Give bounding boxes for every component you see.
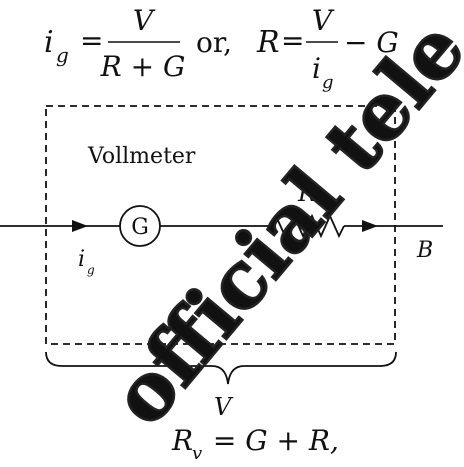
galvanometer-label: G [131,215,149,240]
formula-rest: = G + R, [204,424,339,457]
formula-frac1-num: V [133,4,156,37]
formula-frac2-num: V [312,4,335,37]
top-formula: i g = V R + G or, R = V i g − G [44,4,399,93]
bottom-formula: R v = G + R, [171,424,339,464]
formula-frac2-den: i [312,52,321,85]
circuit-wire [0,213,443,239]
resistor-zigzag [269,213,345,239]
current-label: i [78,247,85,272]
brace-label: V [214,393,234,421]
current-arrow-left [72,220,88,232]
formula-r: R [256,25,280,60]
formula-rv-sub: v [192,443,202,464]
formula-eq2: = [281,24,304,57]
voltmeter-dashed-box [45,105,396,345]
resistor-label: R [297,179,316,207]
terminal-b-label: B [416,238,433,263]
formula-rv: R [171,424,193,457]
formula-frac2-den-sub: g [322,72,334,93]
galvanometer-icon [119,205,161,247]
current-arrow-right [362,220,378,232]
formula-frac1-den: R + G [100,50,186,83]
voltage-brace [45,351,397,385]
formula-eq1: = [80,24,103,57]
formula-or: or, [196,26,232,59]
formula-ig-sub: g [56,43,69,67]
formula-minus-g: − G [344,26,399,59]
current-label-sub: g [87,263,95,277]
voltmeter-label: Vollmeter [87,144,196,169]
formula-ig: i [44,25,54,60]
